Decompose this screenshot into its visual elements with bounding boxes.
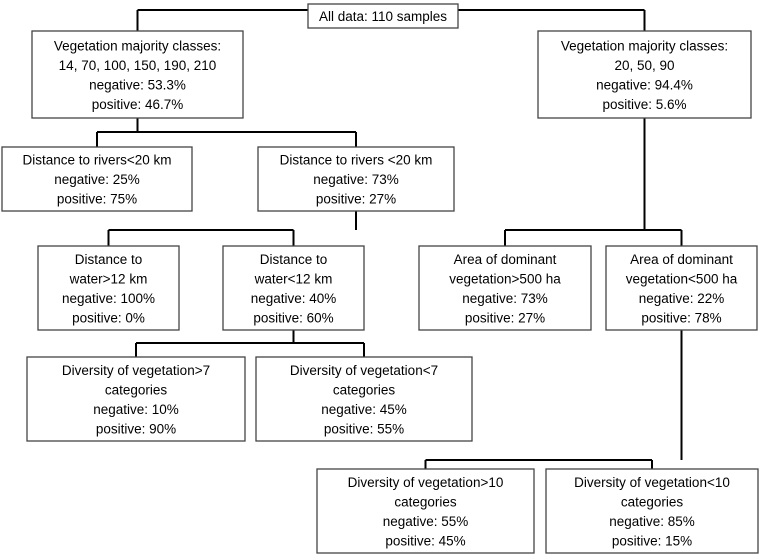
node-line: negative: 100% (62, 291, 155, 306)
node-line: Diversity of vegetation<7 (290, 363, 438, 378)
node-line: Area of dominant (454, 252, 557, 267)
node-line: negative: 94.4% (596, 77, 693, 92)
node-line: positive: 46.7% (92, 97, 184, 112)
node-box (316, 468, 535, 554)
tree-node-r3a: Diversity of vegetation>10 categories nega… (316, 468, 535, 554)
node-line: negative: 53.3% (89, 77, 186, 92)
node-box (257, 146, 455, 212)
tree-node-l4b: Diversity of vegetation<7 categories negat… (255, 356, 473, 442)
node-box (605, 245, 758, 331)
node-line: positive: 75% (57, 192, 137, 207)
node-line: positive: 27% (316, 192, 396, 207)
node-box (307, 3, 459, 29)
node-line: Distance to rivers<20 km (23, 153, 172, 168)
node-line: water<12 km (254, 271, 333, 286)
node-box (545, 468, 759, 554)
node-line: 20, 50, 90 (614, 58, 674, 73)
node-line: Vegetation majority classes: (54, 38, 221, 53)
node-box (537, 30, 752, 119)
node-box (26, 356, 246, 442)
node-line: positive: 5.6% (602, 97, 686, 112)
tree-node-l2b: Distance to rivers <20 km negative: 73% po… (257, 146, 455, 212)
tree-node-l1: Vegetation majority classes: 14, 70, 100,… (31, 30, 244, 119)
node-line: Diversity of vegetation>10 (348, 475, 504, 490)
node-line: positive: 55% (324, 421, 404, 436)
tree-edges (96, 9, 683, 469)
node-box (31, 30, 244, 119)
node-line: positive: 90% (96, 421, 176, 436)
node-line: Distance to rivers <20 km (280, 153, 433, 168)
node-line: Diversity of vegetation>7 (62, 363, 210, 378)
tree-node-l3b: Distance to water<12 km negative: 40% posit… (222, 245, 365, 331)
node-line: Distance to (260, 252, 328, 267)
node-line: vegetation<500 ha (626, 271, 738, 286)
node-line: Distance to (75, 252, 143, 267)
node-line: All data: 110 samples (319, 9, 447, 24)
tree-node-l3a: Distance to water>12 km negative: 100% posi… (37, 245, 180, 331)
tree-node-l2a: Distance to rivers<20 km negative: 25% pos… (1, 146, 193, 212)
tree-node-l4a: Diversity of vegetation>7 categories negat… (26, 356, 246, 442)
tree-node-r3b: Diversity of vegetation<10 categories nega… (545, 468, 759, 554)
node-line: categories (621, 494, 684, 509)
tree-node-root: All data: 110 samples (307, 3, 459, 29)
node-line: negative: 25% (54, 172, 140, 187)
node-line: categories (333, 382, 396, 397)
node-line: negative: 40% (251, 291, 337, 306)
node-line: negative: 85% (609, 514, 695, 529)
node-line: Area of dominant (630, 252, 733, 267)
node-box (222, 245, 365, 331)
tree-node-r2a: Area of dominant vegetation>500 ha negativ… (418, 245, 592, 331)
node-line: positive: 0% (72, 310, 145, 325)
tree-node-r2b: Area of dominant vegetation<500 ha negativ… (605, 245, 758, 331)
node-line: negative: 55% (383, 514, 469, 529)
node-box (255, 356, 473, 442)
node-line: positive: 27% (465, 310, 545, 325)
node-line: vegetation>500 ha (449, 271, 561, 286)
node-line: negative: 73% (462, 291, 548, 306)
node-line: 14, 70, 100, 150, 190, 210 (59, 58, 217, 73)
node-line: negative: 73% (313, 172, 399, 187)
tree-node-r1: Vegetation majority classes: 20, 50, 90 ne… (537, 30, 752, 119)
node-line: categories (105, 382, 168, 397)
node-line: categories (394, 494, 457, 509)
node-line: negative: 45% (321, 402, 407, 417)
node-line: positive: 78% (641, 310, 721, 325)
node-box (1, 146, 193, 212)
node-line: Vegetation majority classes: (561, 38, 728, 53)
node-line: water>12 km (69, 271, 148, 286)
node-box (37, 245, 180, 331)
node-line: negative: 10% (93, 402, 179, 417)
node-line: Diversity of vegetation<10 (574, 475, 730, 490)
node-line: negative: 22% (639, 291, 725, 306)
node-box (418, 245, 592, 331)
node-line: positive: 15% (612, 533, 692, 548)
node-line: positive: 60% (253, 310, 333, 325)
node-line: positive: 45% (385, 533, 465, 548)
